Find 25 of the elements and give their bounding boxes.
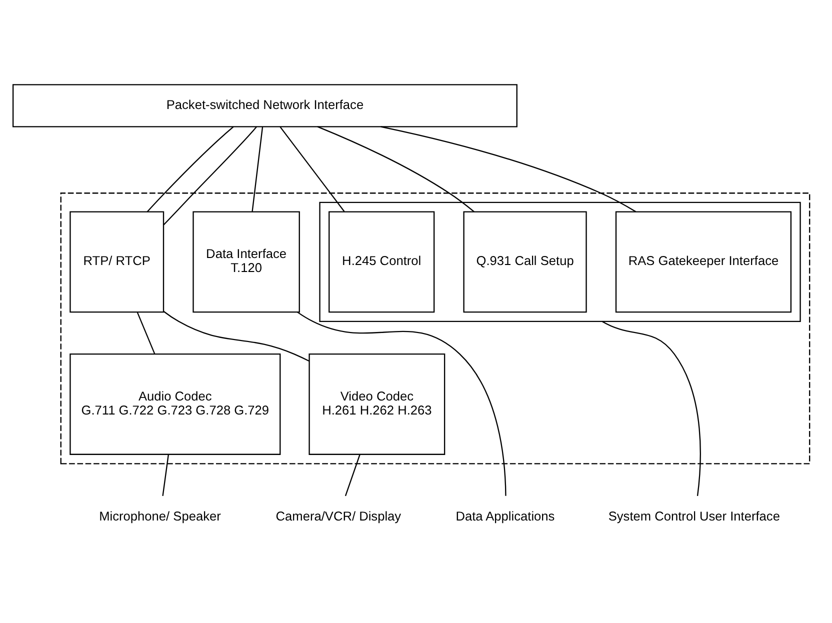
node-text: Microphone/ Speaker — [99, 508, 221, 524]
node-text: Camera/VCR/ Display — [276, 508, 402, 524]
connector — [163, 126, 257, 226]
connector — [136, 312, 156, 354]
connector — [280, 126, 345, 212]
connector — [162, 454, 169, 496]
cluster — [319, 202, 801, 322]
node-text: Data Applications — [456, 508, 555, 524]
connector — [146, 126, 234, 212]
node-box: RTP/ RTCP — [70, 211, 164, 313]
node-box: H.245 Control — [328, 211, 435, 313]
connector — [317, 126, 474, 212]
connector — [252, 126, 264, 212]
node-box: Data Interface T.120 — [192, 211, 300, 313]
node-box: Audio Codec G.711 G.722 G.723 G.728 G.729 — [70, 353, 281, 455]
node-box: RAS Gatekeeper Interface — [615, 211, 792, 313]
node-text: System Control User Interface — [608, 508, 780, 524]
node-box: Packet-switched Network Interface — [12, 84, 518, 128]
node-box: Video Codec H.261 H.262 H.263 — [308, 353, 446, 455]
cluster — [60, 192, 810, 464]
connector — [297, 312, 506, 496]
connector — [163, 310, 310, 362]
connector — [344, 454, 360, 496]
node-box: Q.931 Call Setup — [463, 211, 587, 313]
connector — [602, 320, 701, 496]
